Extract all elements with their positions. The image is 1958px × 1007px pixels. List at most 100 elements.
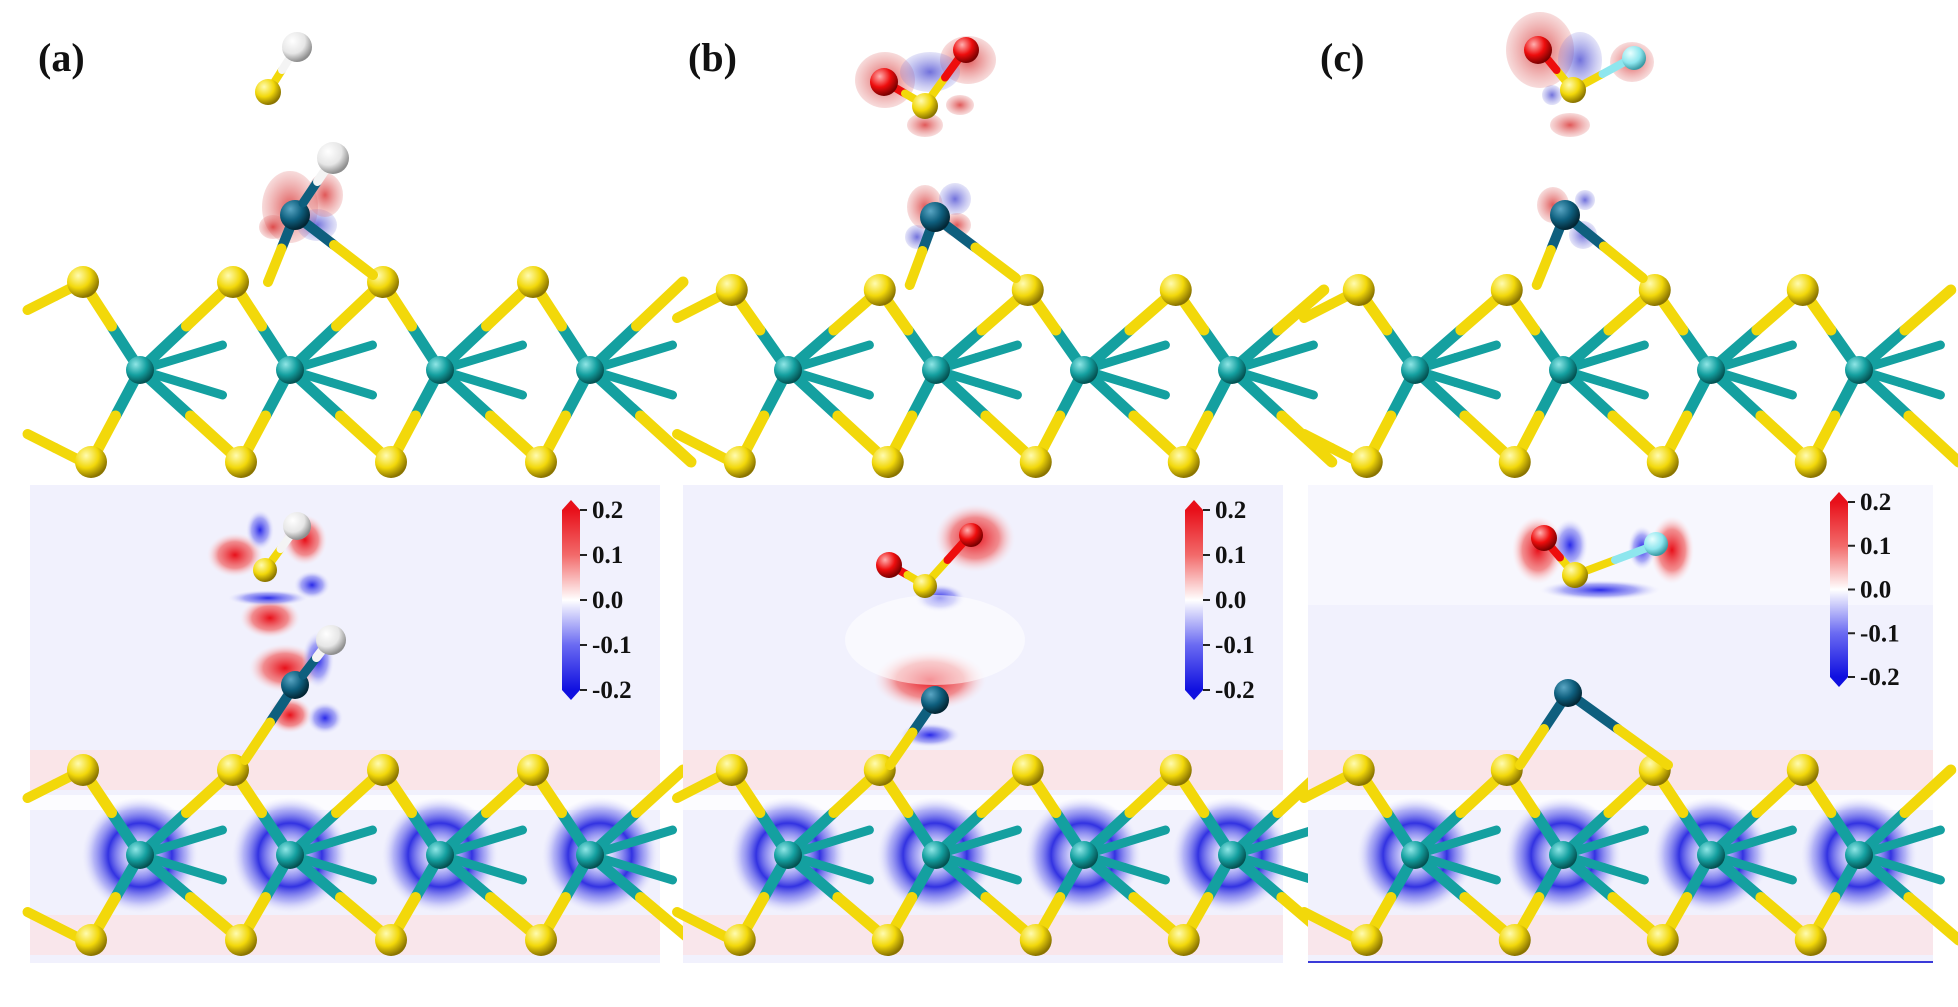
sulfur-atom [723,446,756,478]
bond [476,825,527,847]
sulfur-atom [217,266,249,298]
bond [672,299,710,323]
sulfur-atom [517,754,549,786]
bond [22,429,61,453]
molybdenum-atom [1845,356,1873,384]
fluorine-atom [1622,46,1646,70]
colorbar-gradient [1185,510,1203,690]
bond [1299,907,1337,931]
molybdenum-atom [426,841,454,869]
bond [1895,825,1945,847]
mos2-slab [672,274,1338,478]
dopant-atom [920,202,950,232]
bond [1747,340,1797,362]
contour-band [1308,915,1933,955]
bond [263,243,287,287]
bond [1895,863,1945,885]
bond [476,378,527,400]
molybdenum-atom [1845,841,1873,869]
molybdenum-atom [1549,841,1577,869]
bond [672,779,710,803]
panel-c-contour: 0.20.10.0-0.1-0.2 [1299,485,1958,963]
bond [1451,863,1501,885]
bond [1299,299,1337,323]
contour-positive [207,533,263,577]
bond [1272,284,1330,336]
isosurface-negative [939,183,971,215]
bond [672,907,710,931]
panel-a: 0.20.10.0-0.1-0.2 [22,32,697,963]
bond [1747,825,1797,847]
bond [1268,863,1318,885]
sulfur-atom [1011,274,1044,306]
isosurface-positive [259,215,287,239]
molybdenum-atom [1218,841,1246,869]
isosurface-positive [946,95,974,115]
dopant-atom [1550,200,1580,230]
panel-label-c: (c) [1320,35,1365,80]
sulfur-atom [1646,924,1679,956]
bond [972,825,1022,847]
colorbar-tick-label: 0.1 [1215,542,1246,569]
sulfur-atom [913,574,937,598]
oxygen-atom [876,552,902,578]
sulfur-atom [1159,274,1192,306]
sulfur-atom [225,446,257,478]
sulfur-atom [1011,754,1044,786]
bond [672,429,710,453]
colorbar-bottom-arrow [1185,690,1203,700]
molybdenum-atom [1401,841,1429,869]
sulfur-atom [1019,446,1052,478]
contour-band [30,750,660,790]
bond [626,863,677,885]
molybdenum-atom [426,356,454,384]
colorbar-tick-label: 0.0 [1215,587,1246,614]
fluorine-atom [1644,532,1668,556]
panel-b: 0.20.10.0-0.1-0.2 [672,36,1338,963]
bond [1120,863,1170,885]
sulfur-atom [75,924,107,956]
bond [1747,863,1797,885]
sulfur-atom [1167,924,1200,956]
sulfur-atom [1342,274,1375,306]
bond [631,276,689,332]
isosurface-negative [1575,190,1595,210]
colorbar-tick-label: -0.2 [1215,677,1255,704]
colorbar-tick-label: 0.2 [1860,489,1891,516]
molybdenum-atom [576,841,604,869]
bond [824,340,874,362]
isosurface-negative [1558,32,1602,88]
colorbar-tick-label: 0.2 [592,497,623,524]
sulfur-atom [912,93,938,119]
molybdenum-atom [576,356,604,384]
sulfur-atom [1159,754,1192,786]
bond [824,378,874,400]
isosurface-negative [1542,85,1562,105]
contour-band [683,750,1283,790]
sulfur-atom [67,754,99,786]
bond [972,340,1022,362]
molybdenum-atom [1697,356,1725,384]
hydrogen-atom [283,512,311,540]
bond [824,863,874,885]
molybdenum-atom [1697,841,1725,869]
sulfur-atom [871,446,904,478]
bond [1599,378,1649,400]
bond [1268,340,1318,362]
sulfur-atom [367,754,399,786]
bond [326,825,377,847]
sulfur-atom [1350,924,1383,956]
molybdenum-atom [1549,356,1577,384]
bond [326,863,377,885]
sulfur-atom [75,446,107,478]
mos2-slab [22,754,697,956]
bond [476,863,527,885]
bond [176,340,227,362]
colorbar-tick-label: -0.1 [1860,620,1900,647]
isosurface-positive [1550,113,1590,137]
molybdenum-atom [774,356,802,384]
oxygen-atom [1531,525,1557,551]
panel-b-structure [672,36,1338,478]
